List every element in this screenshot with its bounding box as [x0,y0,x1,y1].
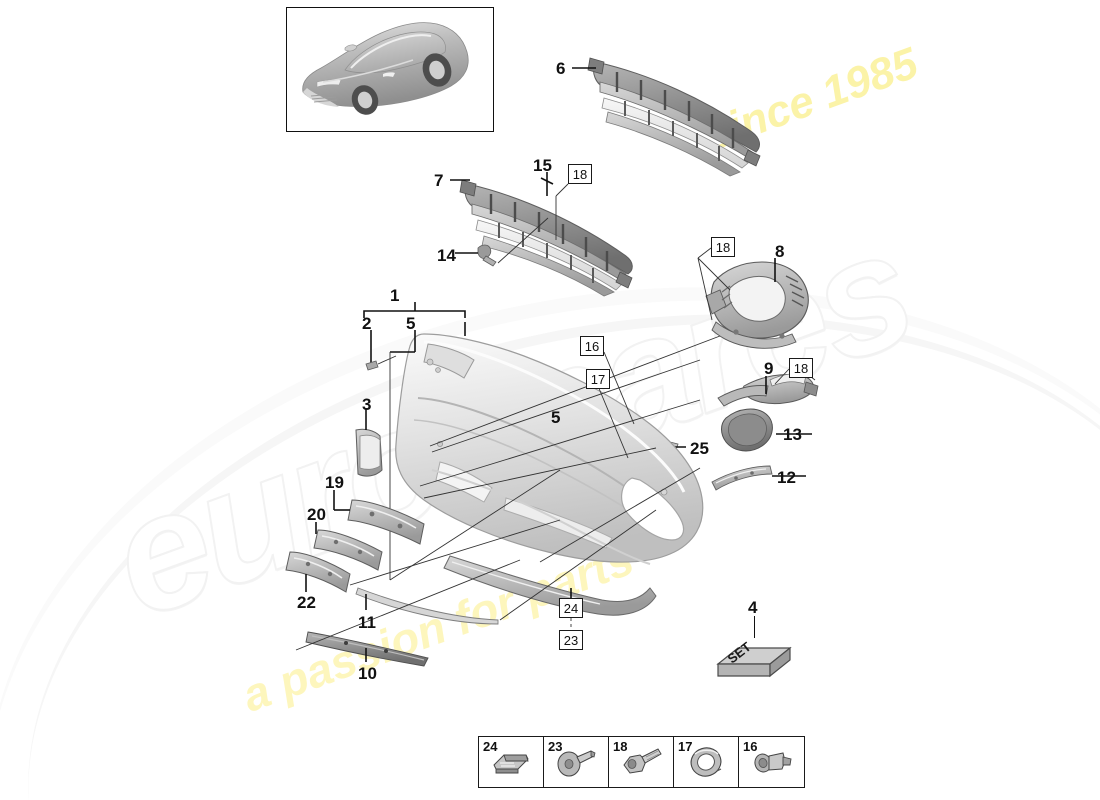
callout-19[interactable]: 19 [325,473,344,492]
callout-2[interactable]: 2 [362,314,372,333]
callout-4[interactable]: 4 [748,598,758,617]
callout-3[interactable]: 3 [362,395,372,414]
boxed-callout-23[interactable]: 23 [559,630,583,650]
fastener-legend-strip: 24 23 18 [478,736,805,788]
callout-5-left[interactable]: 5 [406,314,416,333]
boxed-callout-18-grille[interactable]: 18 [568,164,592,184]
leader-line-18b-1 [697,247,712,259]
push-pin-rivet-icon [557,750,596,777]
part-13-air-duct [721,408,773,452]
long-leader-lines [295,335,721,651]
legend-number-24: 24 [483,739,498,754]
set-package-block: SET [714,638,792,678]
callout-14[interactable]: 14 [437,246,456,265]
part-12-trim-strip [711,465,773,491]
callout-13[interactable]: 13 [783,425,802,444]
part-19-mount-bracket [347,499,425,545]
boxed-callout-18-carrier[interactable]: 18 [711,237,735,257]
part-20-mount-bracket [313,529,383,571]
legend-number-18: 18 [613,739,628,754]
boxed-callout-24[interactable]: 24 [559,598,583,618]
legend-number-17: 17 [678,739,693,754]
vehicle-thumbnail-image [302,22,469,115]
leader-line-2b [377,355,397,365]
legend-item-23[interactable]: 23 [544,737,609,787]
part-24-23-lower-valance [443,555,657,616]
rubber-grommet-ring-icon [690,747,722,777]
callout-10[interactable]: 10 [358,664,377,683]
parking-sensor-icon [753,752,792,773]
callout-20[interactable]: 20 [307,505,326,524]
part-6-upper-grille [587,57,761,177]
leader-line-18a [555,183,569,197]
leader-line-18b-3 [697,257,713,321]
legend-item-18[interactable]: 18 [609,737,674,787]
boxed-callout-18-bracket[interactable]: 18 [789,358,813,378]
leader-line-18b-2 [697,257,731,291]
retaining-clip-icon [493,754,529,774]
part-22-mount-bracket [285,551,351,593]
part-2-clip [365,360,379,371]
callout-25[interactable]: 25 [690,439,709,458]
part-7-lower-grille [459,179,633,297]
hex-head-screw-icon [623,748,662,774]
leader-line-14b [497,217,549,264]
callout-11[interactable]: 11 [358,613,376,632]
callout-1[interactable]: 1 [390,286,400,305]
callout-22[interactable]: 22 [297,593,316,612]
vehicle-thumbnail-frame [286,7,494,132]
part-9-support-bracket [717,373,819,407]
boxed-callout-16[interactable]: 16 [580,336,604,356]
boxed-callout-17[interactable]: 17 [586,369,610,389]
legend-number-16: 16 [743,739,758,754]
part-11-lower-lip-seal [355,587,499,625]
callout-5-right[interactable]: 5 [551,408,561,427]
callout-8[interactable]: 8 [775,242,785,261]
callout-9[interactable]: 9 [764,359,774,378]
callout-7[interactable]: 7 [434,171,444,190]
callout-12[interactable]: 12 [777,468,796,487]
callout-6[interactable]: 6 [556,59,566,78]
callout-15[interactable]: 15 [533,156,552,175]
legend-item-24[interactable]: 24 [479,737,544,787]
set-package-icon: SET [716,639,792,678]
part-8-headlamp-carrier [705,261,809,349]
legend-item-16[interactable]: 16 [739,737,804,787]
part-14-clip [477,244,497,267]
leader-line-18c-2 [774,368,790,385]
legend-number-23: 23 [548,739,563,754]
legend-item-17[interactable]: 17 [674,737,739,787]
leader-tick-15 [540,177,554,185]
part-10-spoiler-blade [305,631,429,667]
bracket-1-span [363,302,466,318]
part-3-side-bracket [355,428,383,477]
leader-line-4 [754,616,756,638]
